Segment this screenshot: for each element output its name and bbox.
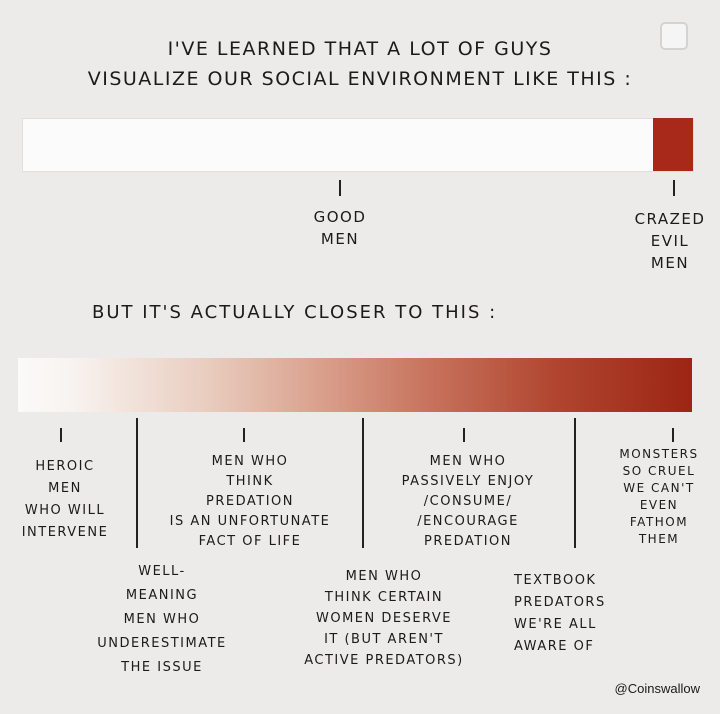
second-heading: BUT IT'S ACTUALLY CLOSER TO THIS : [92,302,498,323]
women-deserve-label: MEN WHO THINK CERTAIN WOMEN DESERVE IT (… [304,569,464,668]
simple-spectrum-red-segment [653,118,693,171]
title-line-1: I'VE LEARNED THAT A LOT OF GUYS [167,38,553,60]
divider-line-3 [574,418,576,548]
think-predation-label: MEN WHO THINK PREDATION IS AN UNFORTUNAT… [169,454,331,549]
textbook-predators-label: TEXTBOOK PREDATORS WE'RE ALL AWARE OF [514,573,606,654]
monsters-label: MONSTERS SO CRUEL WE CAN'T EVEN FATHOM T… [619,447,699,546]
corner-icon [660,22,688,50]
think-predation-tick [243,428,245,442]
title-line-2: VISUALIZE OUR SOCIAL ENVIRONMENT LIKE TH… [87,68,633,90]
crazed-evil-men-label: CRAZED EVIL MEN [634,210,706,272]
simple-spectrum-bar [22,118,694,172]
heroic-men-label: HEROIC MEN WHO WILL INTERVENE [21,459,109,540]
good-men-label: GOOD MEN [313,208,367,248]
well-meaning-label: WELL- MEANING MEN WHO UNDERESTIMATE THE … [97,564,227,675]
crazed-evil-men-tick [673,180,675,196]
monsters-tick [672,428,674,442]
divider-line-2 [362,418,364,548]
credit-watermark: @Coinswallow [614,681,700,696]
passively-enjoy-label: MEN WHO PASSIVELY ENJOY /CONSUME/ /ENCOU… [401,454,535,549]
heroic-tick [60,428,62,442]
passively-enjoy-tick [463,428,465,442]
good-men-tick [339,180,341,196]
gradient-spectrum-bar [18,358,692,412]
divider-line-1 [136,418,138,548]
